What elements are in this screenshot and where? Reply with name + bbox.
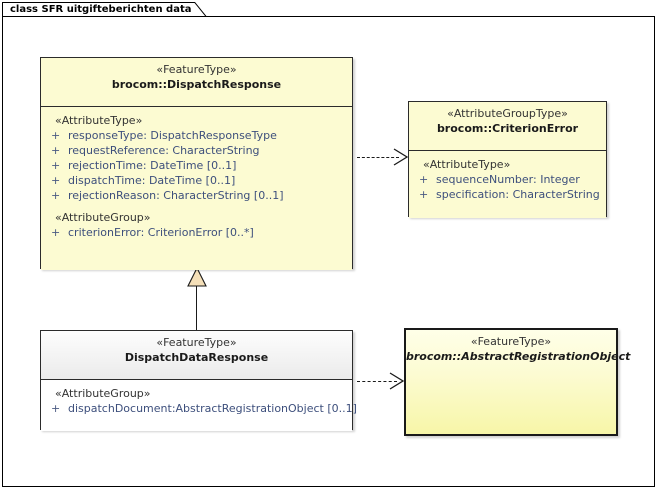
attribute-visibility: + bbox=[51, 402, 61, 415]
diagram-title-body: class SFR uitgifteberichten data bbox=[2, 2, 196, 17]
generalization-line bbox=[196, 286, 197, 331]
generalization-triangle-icon bbox=[187, 267, 207, 287]
class-header-abstract-registration-object: «FeatureType» brocom::AbstractRegistrati… bbox=[406, 330, 631, 374]
class-header-dispatch-data-response: «FeatureType» DispatchDataResponse bbox=[41, 331, 352, 379]
class-box-dispatch-data-response[interactable]: «FeatureType» DispatchDataResponse «Attr… bbox=[40, 330, 357, 431]
class-stereotype: «FeatureType» bbox=[156, 336, 237, 349]
class-name: brocom::CriterionError bbox=[436, 122, 579, 135]
class-box-criterion-error[interactable]: «AttributeGroupType» brocom::CriterionEr… bbox=[408, 101, 607, 218]
class-attributes-dispatch-response: «AttributeType» + responseType: Dispatch… bbox=[41, 107, 352, 270]
class-box-dispatch-response[interactable]: «FeatureType» brocom::DispatchResponse «… bbox=[40, 57, 353, 270]
dependency-line bbox=[357, 157, 399, 158]
attribute-text: responseType: DispatchResponseType bbox=[68, 129, 277, 142]
open-arrowhead-icon bbox=[389, 372, 405, 390]
attribute-visibility: + bbox=[51, 174, 61, 187]
attribute-text: sequenceNumber: Integer bbox=[436, 173, 580, 186]
attribute-text: criterionError: CriterionError [0..*] bbox=[68, 226, 254, 239]
attribute-row[interactable]: + dispatchTime: DateTime [0..1] bbox=[47, 173, 348, 188]
attribute-visibility: + bbox=[51, 129, 61, 142]
class-body-abstract-registration-object bbox=[406, 374, 616, 434]
attribute-text: rejectionTime: DateTime [0..1] bbox=[68, 159, 237, 172]
diagram-title-label: class SFR uitgifteberichten data bbox=[10, 3, 192, 15]
attribute-text: rejectionReason: CharacterString [0..1] bbox=[68, 189, 284, 202]
class-attributes-criterion-error: «AttributeType» + sequenceNumber: Intege… bbox=[409, 151, 606, 218]
attribute-text: requestReference: CharacterString bbox=[68, 144, 260, 157]
class-divider bbox=[409, 150, 606, 151]
class-name: brocom::DispatchResponse bbox=[111, 78, 282, 91]
attribute-row[interactable]: + requestReference: CharacterString bbox=[47, 143, 348, 158]
diagram-title-fold-icon bbox=[195, 2, 210, 17]
attribute-visibility: + bbox=[51, 189, 61, 202]
attribute-row[interactable]: + sequenceNumber: Integer bbox=[415, 172, 602, 187]
class-name: brocom::AbstractRegistrationObject bbox=[406, 350, 631, 363]
attribute-row[interactable]: + specification: CharacterString bbox=[415, 187, 602, 202]
class-box-abstract-registration-object[interactable]: «FeatureType» brocom::AbstractRegistrati… bbox=[404, 328, 631, 436]
attribute-group-label: «AttributeGroup» bbox=[55, 211, 151, 224]
attribute-row[interactable]: + responseType: DispatchResponseType bbox=[47, 128, 348, 143]
dependency-line bbox=[357, 381, 397, 382]
attribute-visibility: + bbox=[51, 226, 61, 239]
attribute-text: dispatchDocument:AbstractRegistrationObj… bbox=[68, 402, 357, 415]
attribute-row[interactable]: + rejectionTime: DateTime [0..1] bbox=[47, 158, 348, 173]
class-stereotype: «AttributeGroupType» bbox=[447, 107, 568, 120]
class-divider bbox=[41, 106, 352, 107]
open-arrowhead-icon bbox=[393, 148, 409, 166]
attribute-text: specification: CharacterString bbox=[436, 188, 600, 201]
attribute-row[interactable]: + dispatchDocument:AbstractRegistrationO… bbox=[47, 401, 357, 416]
class-stereotype: «FeatureType» bbox=[470, 335, 552, 348]
attribute-text: dispatchTime: DateTime [0..1] bbox=[68, 174, 236, 187]
class-name: DispatchDataResponse bbox=[124, 351, 269, 364]
diagram-title-tab: class SFR uitgifteberichten data bbox=[2, 2, 210, 17]
attribute-row[interactable]: + criterionError: CriterionError [0..*] bbox=[47, 225, 348, 240]
class-divider bbox=[41, 379, 352, 380]
attribute-visibility: + bbox=[51, 159, 61, 172]
class-header-criterion-error: «AttributeGroupType» brocom::CriterionEr… bbox=[409, 102, 606, 150]
attribute-visibility: + bbox=[419, 173, 429, 186]
attribute-group-label: «AttributeType» bbox=[55, 114, 143, 127]
attribute-row[interactable]: + rejectionReason: CharacterString [0..1… bbox=[47, 188, 348, 203]
class-attributes-dispatch-data-response: «AttributeGroup» + dispatchDocument:Abst… bbox=[41, 380, 357, 431]
attribute-visibility: + bbox=[51, 144, 61, 157]
attribute-visibility: + bbox=[419, 188, 429, 201]
class-header-dispatch-response: «FeatureType» brocom::DispatchResponse bbox=[41, 58, 352, 106]
attribute-group-label: «AttributeGroup» bbox=[55, 387, 151, 400]
class-stereotype: «FeatureType» bbox=[156, 63, 237, 76]
attribute-group-label: «AttributeType» bbox=[423, 158, 511, 171]
